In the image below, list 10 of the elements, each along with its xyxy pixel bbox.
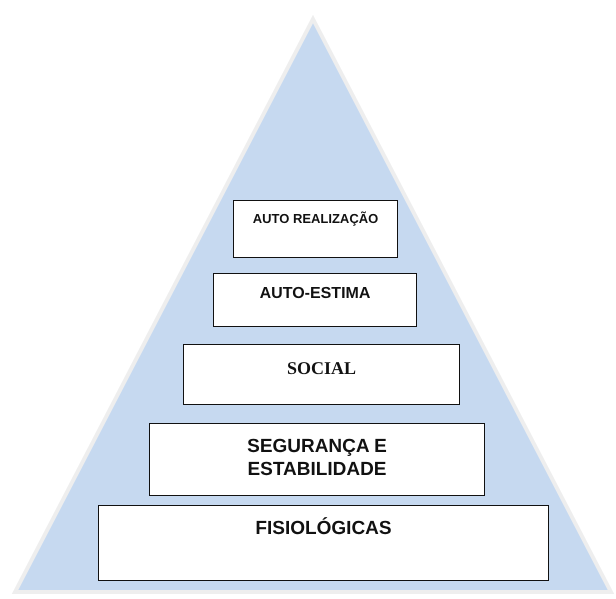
level-box [213, 273, 417, 327]
level-label: AUTO REALIZAÇÃO [252, 211, 378, 227]
level-label: AUTO-ESTIMA [260, 284, 370, 304]
level-box [183, 344, 460, 405]
level-label: SEGURANÇA E ESTABILIDADE [246, 436, 388, 482]
level-box [233, 200, 398, 258]
level-label: SOCIAL [286, 358, 356, 380]
level-box [98, 505, 549, 581]
level-label: FISIOLÓGICAS [255, 518, 392, 541]
level-box [149, 423, 485, 496]
